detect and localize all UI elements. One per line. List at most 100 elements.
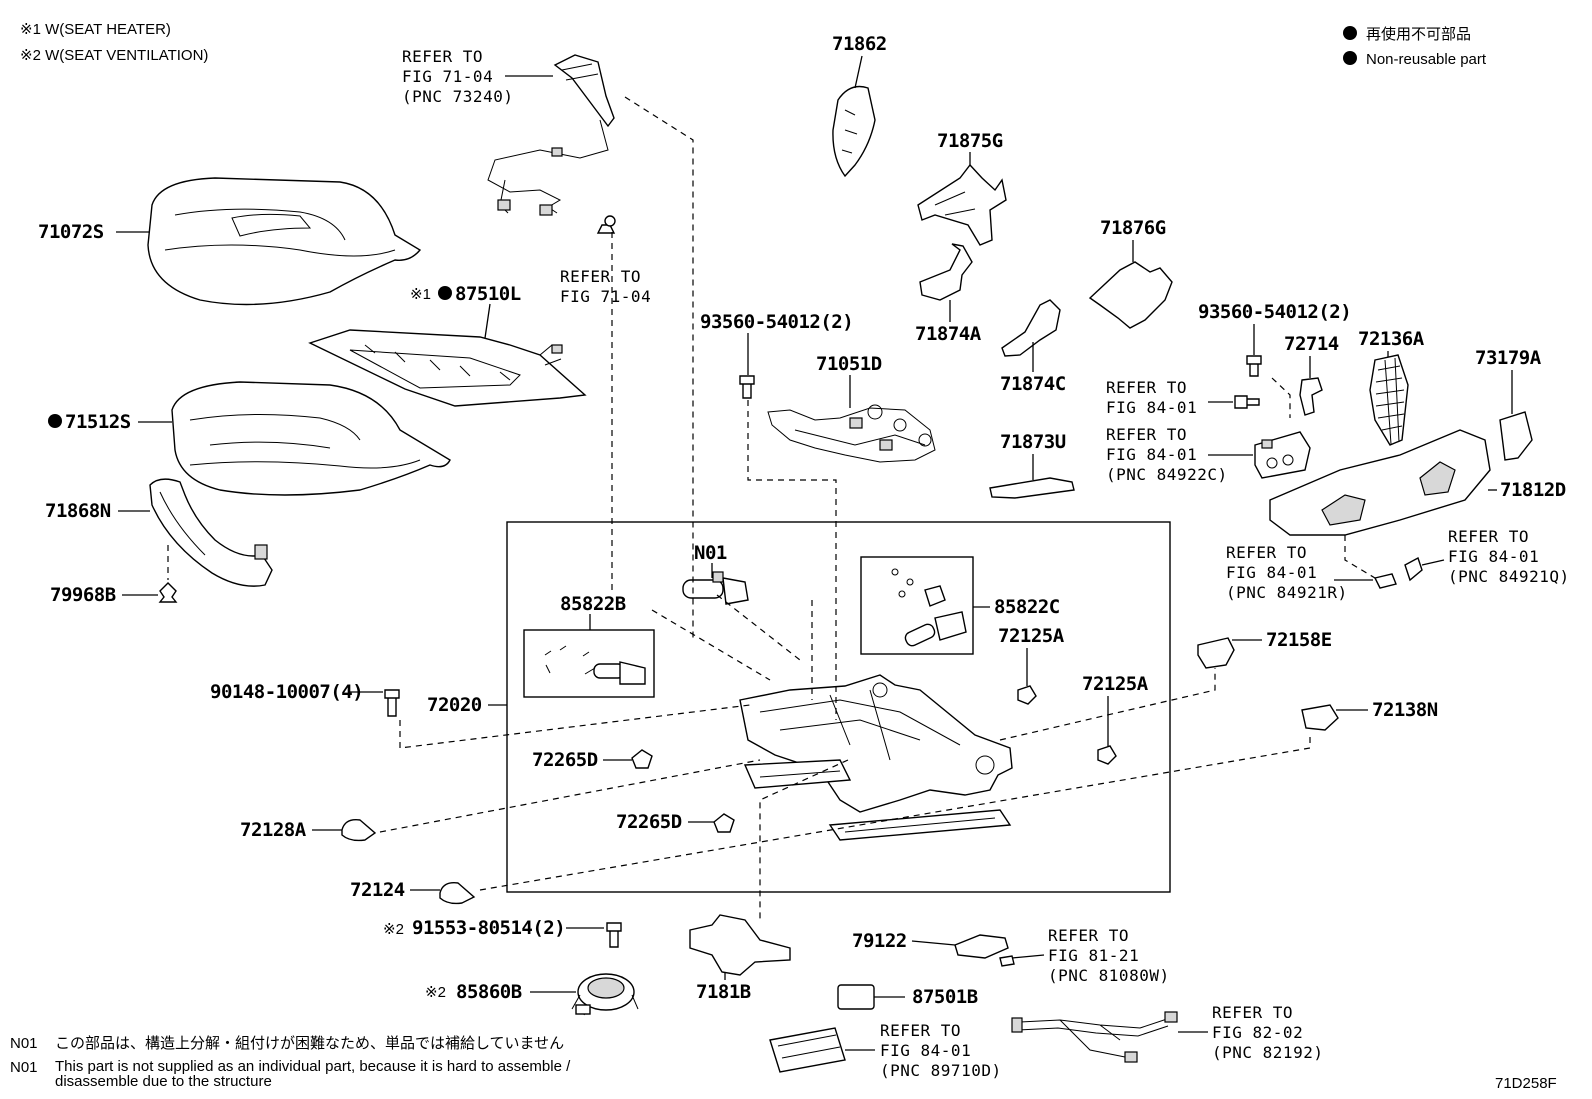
- non-reusable-dot-icon: [438, 286, 452, 300]
- part-label-71072s: 71072S: [38, 221, 104, 243]
- bracket-79122-shape: [954, 934, 1009, 959]
- switch-module-shape: [1254, 431, 1311, 479]
- part-label-87510l: 87510L: [455, 283, 521, 305]
- refer-71-04-a-line1: REFER TO: [402, 47, 483, 66]
- panel-71862-shape: [832, 85, 876, 178]
- cover-72124-shape: [439, 882, 476, 905]
- part-label-71875g: 71875G: [937, 130, 1003, 152]
- bolt-93560-left-shape: [739, 375, 755, 399]
- cover-72128a-shape: [341, 819, 377, 842]
- seat-heater-mat-shape: [308, 329, 587, 407]
- clip-72125a-upper-shape: [1017, 685, 1037, 705]
- connector-shape: [999, 955, 1015, 967]
- part-label-7181b: 7181B: [696, 981, 751, 1003]
- footnote-code-en: N01: [10, 1059, 38, 1076]
- part-label-72265d-lower: 72265D: [616, 811, 682, 833]
- note-seat-heater: ※1 W(SEAT HEATER): [20, 21, 171, 38]
- bolt-91553-shape: [606, 922, 622, 948]
- figure-id: 71D258F: [1495, 1075, 1557, 1092]
- ventilation-blower-shape: [571, 973, 639, 1016]
- side-cover-shape: [149, 478, 273, 587]
- bolt-90148-shape: [384, 689, 400, 717]
- refer-81-21-line2: FIG 81-21: [1048, 946, 1139, 965]
- cover-73179a-shape: [1499, 411, 1533, 461]
- refer-84921r-line2: FIG 84-01: [1226, 563, 1317, 582]
- refer-84922c-line3: (PNC 84922C): [1106, 465, 1228, 484]
- non-reusable-dot-icon: [1343, 51, 1357, 65]
- heater-mark: ※1: [410, 286, 431, 303]
- screw-shape: [1234, 395, 1260, 409]
- bracket-71874c-shape: [1001, 299, 1061, 357]
- dashed-leaders: [167, 96, 1376, 920]
- part-label-71812d: 71812D: [1500, 479, 1566, 501]
- footnote-code-jp: N01: [10, 1035, 38, 1052]
- clip-72265d-lower-shape: [713, 813, 735, 833]
- refer-82192-line2: FIG 82-02: [1212, 1023, 1303, 1042]
- part-label-72714: 72714: [1284, 333, 1339, 355]
- part-label-72125a-lower: 72125A: [1082, 673, 1149, 695]
- knob-84921r-shape: [1373, 573, 1397, 589]
- refer-71-04-b-line2: FIG 71-04: [560, 287, 651, 306]
- strip-71873u-shape: [989, 477, 1075, 499]
- refer-84922c-line1: REFER TO: [1106, 425, 1187, 444]
- knob-84921q-shape: [1404, 556, 1423, 582]
- refer-81-21-line1: REFER TO: [1048, 926, 1129, 945]
- part-label-79122: 79122: [852, 930, 907, 952]
- part-label-85822b: 85822B: [560, 593, 626, 615]
- clip-72714-shape: [1299, 377, 1323, 416]
- frame-assembly-box: [506, 521, 1171, 893]
- bracket-71876g-shape: [1088, 261, 1173, 329]
- refer-89710d-line2: FIG 84-01: [880, 1041, 971, 1060]
- bolt-93560-right-shape: [1246, 355, 1262, 377]
- part-label-72158e: 72158E: [1266, 629, 1332, 651]
- refer-82192-line3: (PNC 82192): [1212, 1043, 1323, 1062]
- part-label-91553: 91553-80514(2): [412, 917, 565, 939]
- vent-grille-72136a-shape: [1369, 354, 1409, 446]
- ventilation-mark: ※2: [383, 921, 404, 938]
- part-label-72125a-upper: 72125A: [998, 625, 1065, 647]
- refer-84921q-line1: REFER TO: [1448, 527, 1529, 546]
- refer-89710d-line1: REFER TO: [880, 1021, 961, 1040]
- seat-frame-72020-shape: [739, 674, 1013, 841]
- part-label-72138n: 72138N: [1372, 699, 1438, 721]
- part-label-72128a: 72128A: [240, 819, 307, 841]
- part-label-73179a: 73179A: [1475, 347, 1542, 369]
- refer-84921q-line3: (PNC 84921Q): [1448, 567, 1570, 586]
- refer-84921r-line3: (PNC 84921R): [1226, 583, 1348, 602]
- refer-89710d-line3: (PNC 89710D): [880, 1061, 1002, 1080]
- part-label-72136a: 72136A: [1358, 328, 1425, 350]
- refer-84921q-line2: FIG 84-01: [1448, 547, 1539, 566]
- seat-cushion-pad-shape: [171, 381, 451, 496]
- part-label-n01: N01: [694, 542, 727, 564]
- wire-harness-82192-shape: [1011, 1011, 1178, 1063]
- part-label-87501b: 87501B: [912, 986, 978, 1008]
- cover-72138n-shape: [1301, 704, 1339, 731]
- part-label-93560-left: 93560-54012(2): [700, 311, 853, 333]
- footnote-en-line2: disassemble due to the structure: [55, 1073, 272, 1090]
- seat-cushion-cover-shape: [147, 177, 422, 306]
- motor-85822c-shape: [891, 568, 967, 647]
- non-reusable-dot-icon: [48, 414, 62, 428]
- part-label-90148: 90148-10007(4): [210, 681, 363, 703]
- ecu-89710d-shape: [769, 1027, 846, 1073]
- motor-inset-box-b: [523, 629, 655, 698]
- wire-harness-71051d-shape: [767, 404, 936, 463]
- motor-inset-box-c: [860, 556, 974, 655]
- part-label-72020: 72020: [427, 694, 482, 716]
- footnote-en-line1: This part is not supplied as an individu…: [55, 1058, 571, 1075]
- clip-72125a-lower-shape: [1097, 745, 1117, 765]
- side-shield-71812d-shape: [1269, 429, 1491, 536]
- legend-en: Non-reusable part: [1366, 51, 1487, 68]
- footnote-jp: この部品は、構造上分解・組付けが困難なため、単品では補給していません: [55, 1035, 564, 1052]
- bracket-7181b-shape: [689, 914, 791, 976]
- part-label-71512s: 71512S: [65, 411, 131, 433]
- bracket-71874a-shape: [919, 243, 973, 301]
- refer-82192-line1: REFER TO: [1212, 1003, 1293, 1022]
- part-label-72124: 72124: [350, 879, 405, 901]
- refer-81-21-line3: (PNC 81080W): [1048, 966, 1170, 985]
- refer-71-04-b-line1: REFER TO: [560, 267, 641, 286]
- refer-84-01-a-line1: REFER TO: [1106, 378, 1187, 397]
- clip-72265d-upper-shape: [631, 749, 653, 769]
- switch-harness-shape: [487, 54, 615, 216]
